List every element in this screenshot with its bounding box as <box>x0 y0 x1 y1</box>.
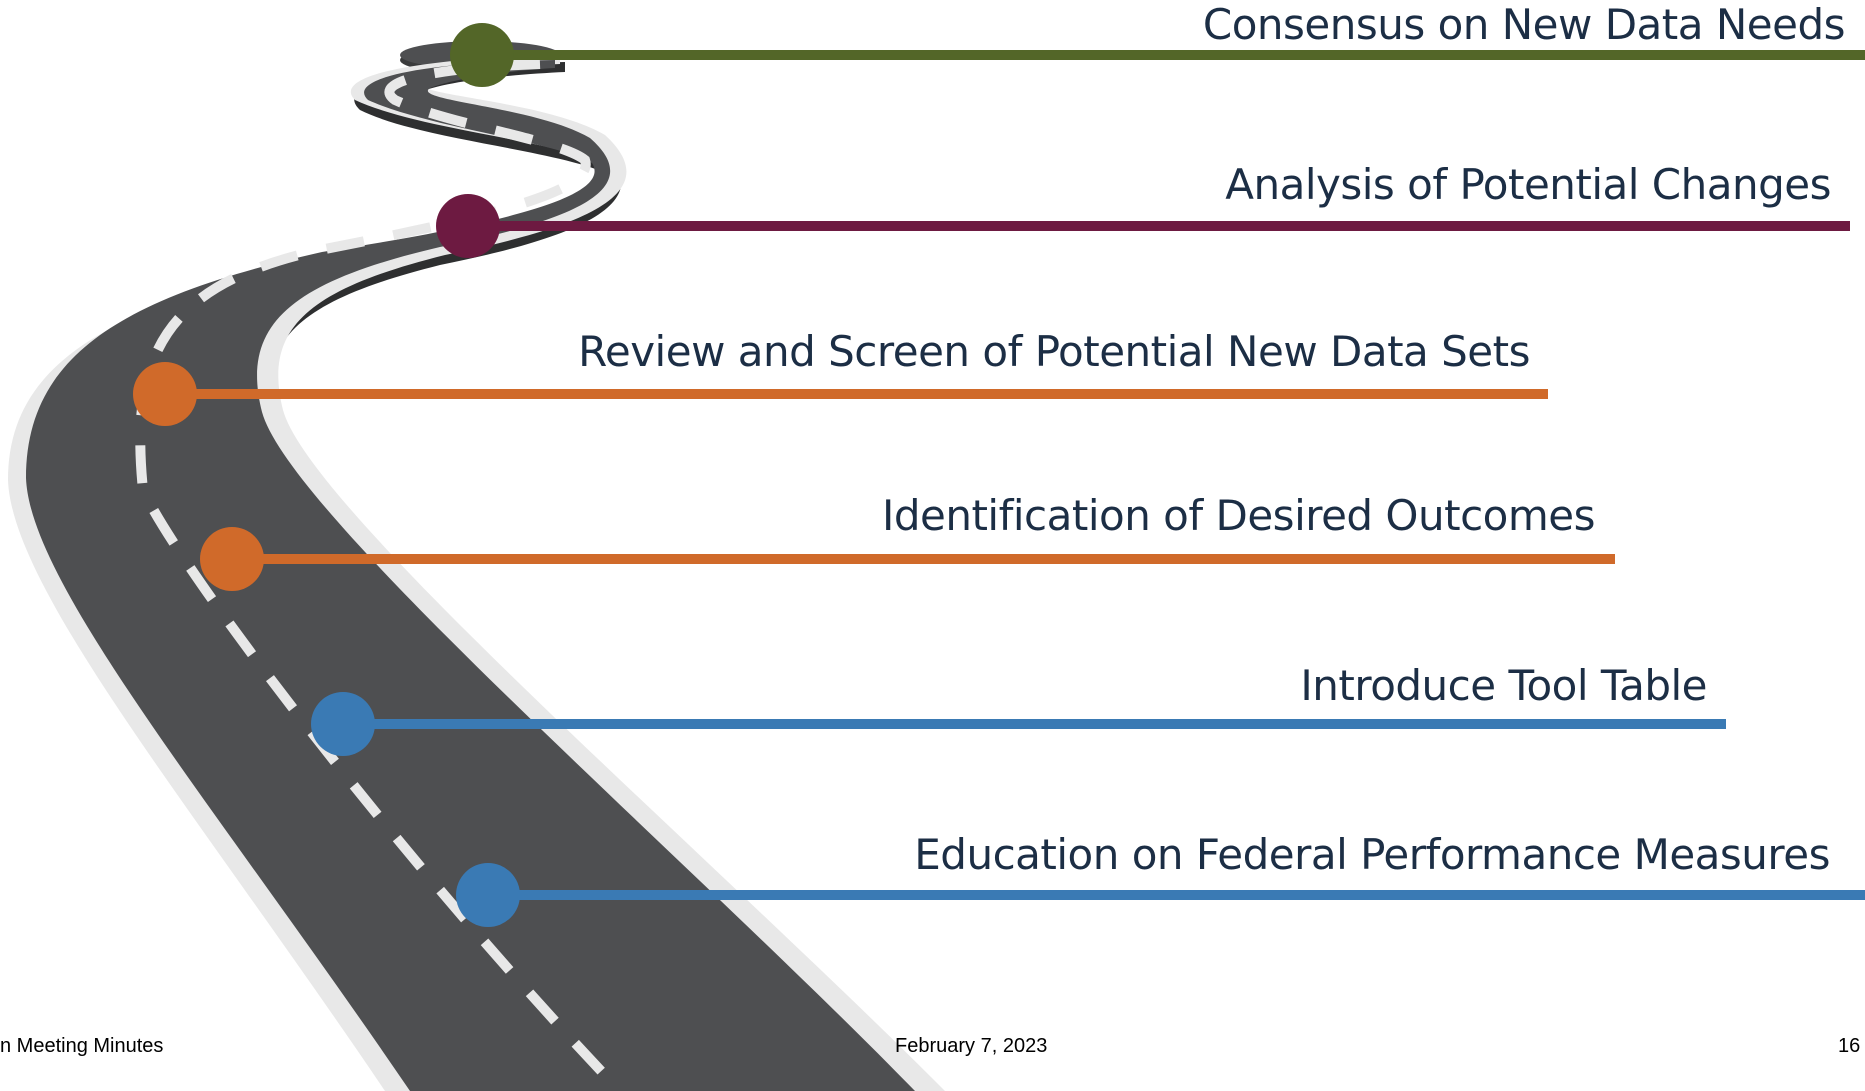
milestone-marker-6 <box>456 863 520 927</box>
milestone-label-2: Analysis of Potential Changes <box>1225 160 1831 209</box>
road-asphalt <box>26 60 915 1091</box>
milestone-marker-1 <box>450 23 514 87</box>
milestone-label-6: Education on Federal Performance Measure… <box>914 830 1830 879</box>
page-number: 16 <box>1838 1035 1861 1057</box>
milestone-marker-2 <box>436 194 500 258</box>
footer-title: n Meeting Minutes <box>0 1035 164 1057</box>
footer-date: February 7, 2023 <box>895 1035 1048 1057</box>
milestone-connectors <box>133 23 1865 927</box>
milestone-label-5: Introduce Tool Table <box>1300 661 1707 710</box>
milestone-marker-3 <box>133 362 197 426</box>
milestone-marker-5 <box>311 692 375 756</box>
milestone-marker-4 <box>200 527 264 591</box>
road-center-line <box>135 59 624 1091</box>
milestone-label-1: Consensus on New Data Needs <box>1202 0 1846 49</box>
milestone-label-3: Review and Screen of Potential New Data … <box>578 327 1530 376</box>
milestone-label-4: Identification of Desired Outcomes <box>881 491 1596 540</box>
